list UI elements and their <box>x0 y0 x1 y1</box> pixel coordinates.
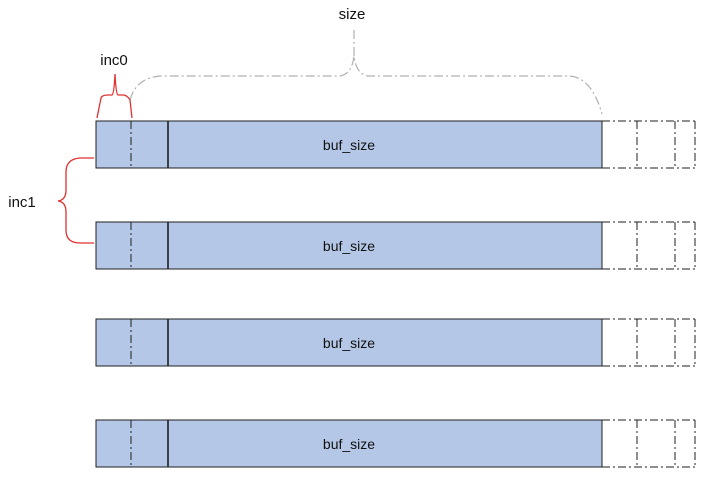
inc1-brace <box>57 157 94 244</box>
buf-size-label: buf_size <box>323 238 375 254</box>
buf-size-label: buf_size <box>323 137 375 153</box>
buffer-bar <box>95 120 603 169</box>
buf-size-label: buf_size <box>323 335 375 351</box>
buf-size-label: buf_size <box>323 436 375 452</box>
inc0-brace <box>96 73 133 119</box>
inc0-label: inc0 <box>100 52 128 69</box>
size-label: size <box>339 6 366 23</box>
buffer-row: buf_size <box>95 419 696 468</box>
buffer-row: buf_size <box>95 221 696 270</box>
buffer-row: buf_size <box>95 318 696 367</box>
size-brace <box>129 55 603 115</box>
buffer-bar <box>95 419 603 468</box>
buffer-bar <box>95 318 603 367</box>
buffer-bar <box>95 221 603 270</box>
inc1-label: inc1 <box>8 194 36 211</box>
buffer-row: buf_size <box>95 120 696 169</box>
